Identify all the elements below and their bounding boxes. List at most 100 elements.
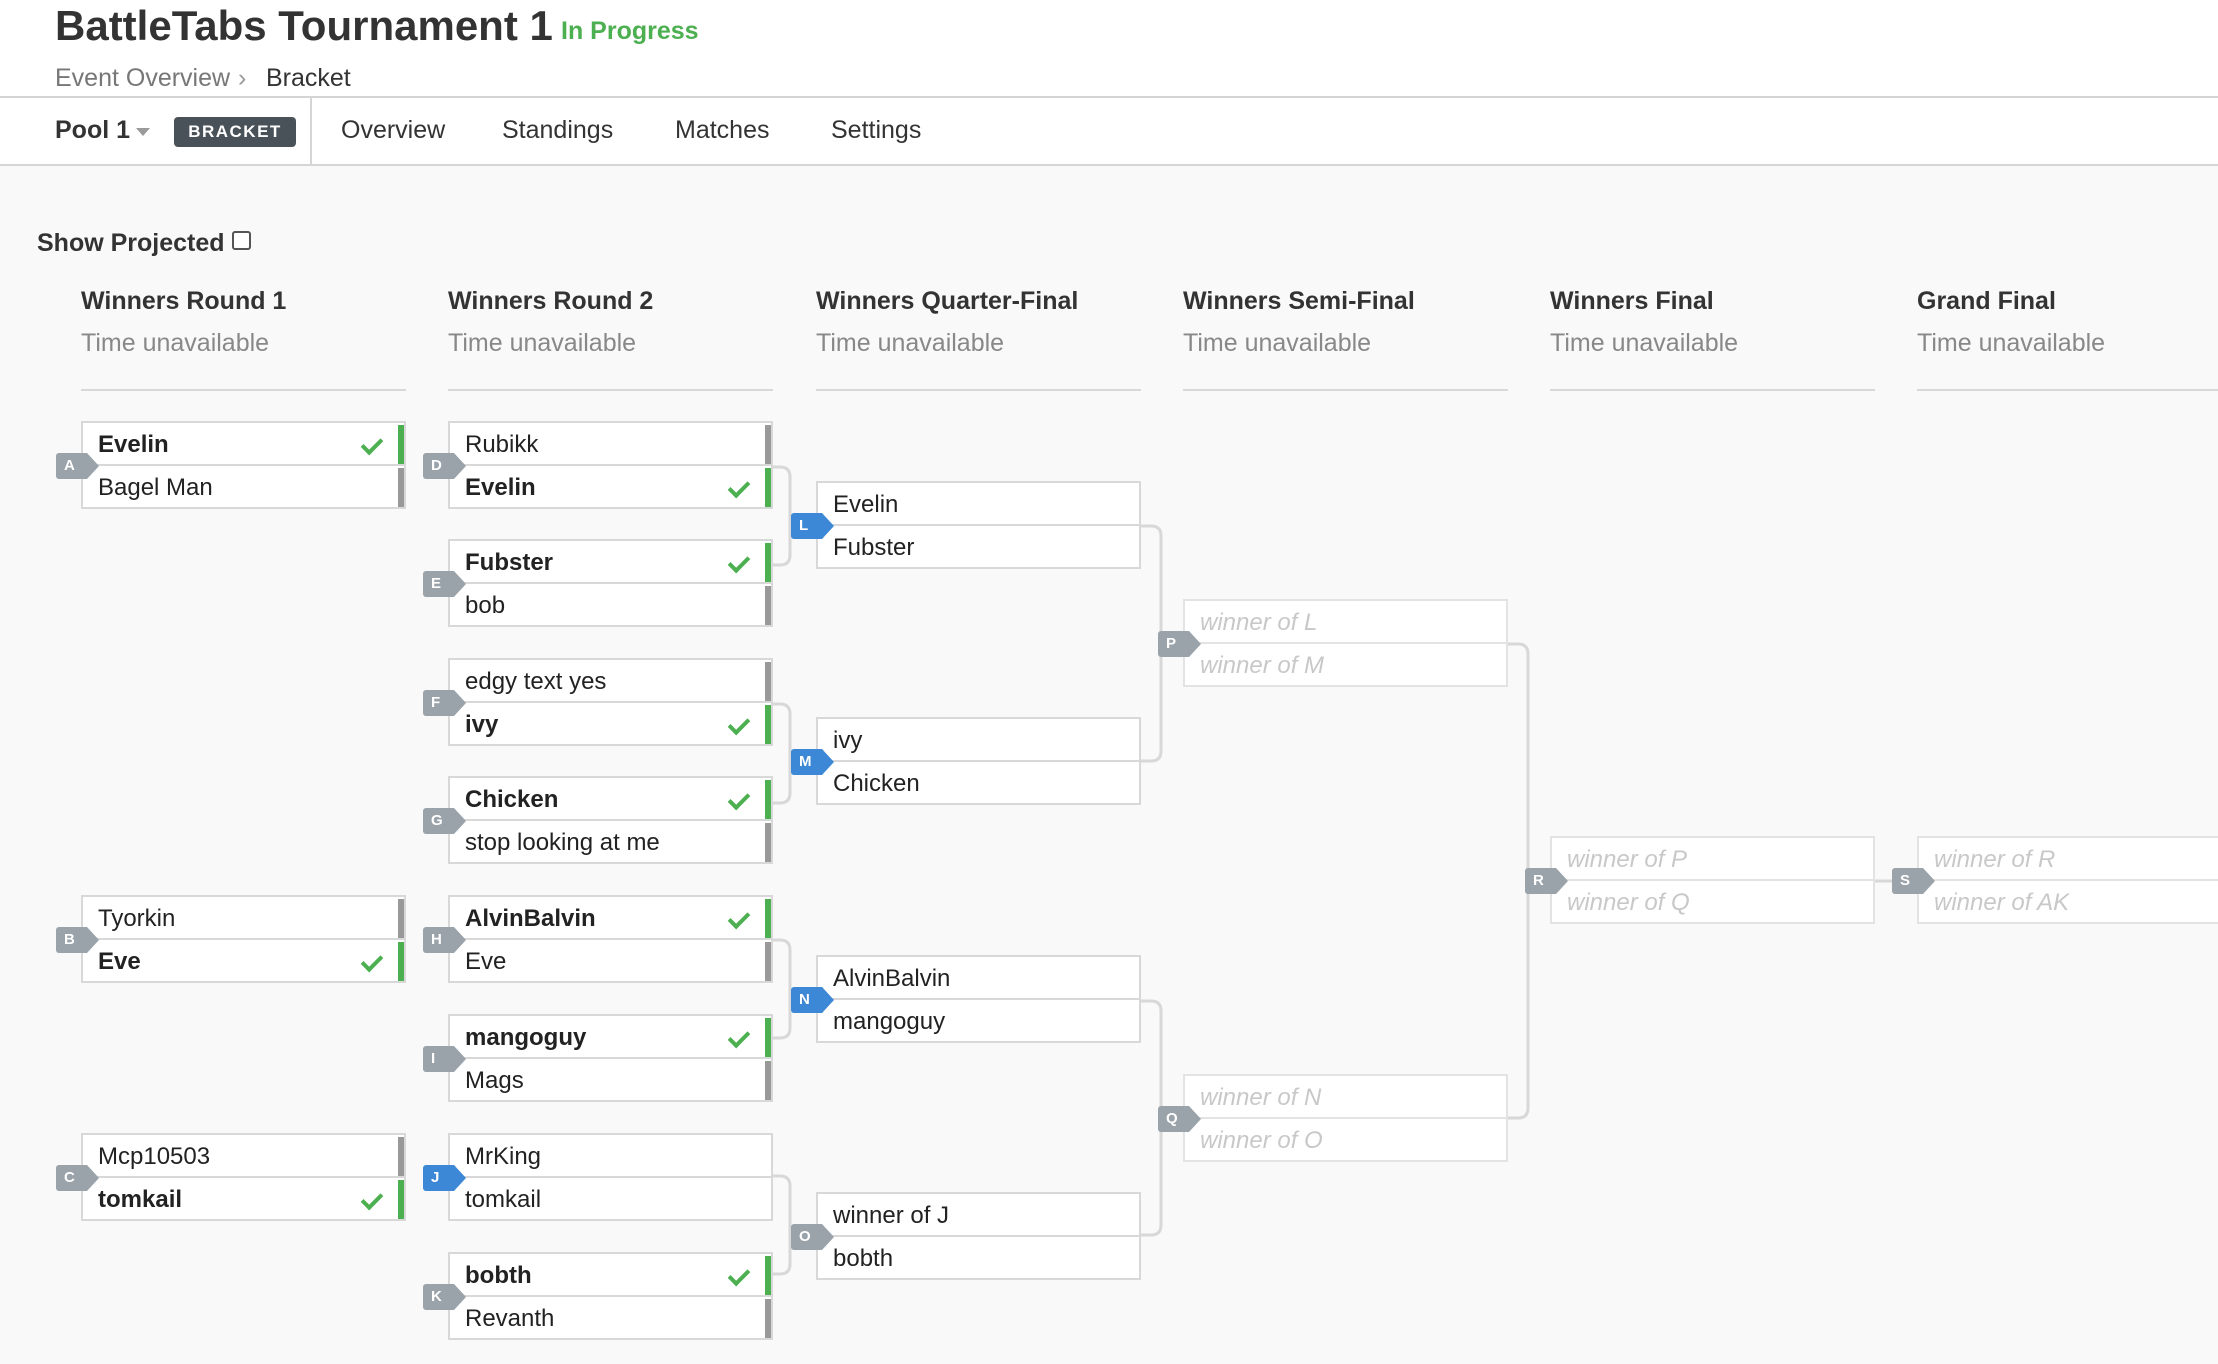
player-name: Fubster — [465, 549, 554, 576]
match-slot[interactable]: tomkail — [450, 1178, 771, 1221]
player-name: winner of AK — [1934, 889, 2070, 916]
match-slot[interactable]: winner of O — [1185, 1119, 1506, 1162]
match-f[interactable]: edgy text yes ivy — [448, 658, 773, 746]
match-s[interactable]: winner of R winner of AK — [1917, 836, 2218, 924]
match-slot[interactable]: stop looking at me — [450, 821, 771, 864]
match-n[interactable]: AlvinBalvin mangoguy — [816, 955, 1141, 1043]
player-name: ivy — [465, 711, 499, 738]
tab-overview[interactable]: Overview — [341, 116, 446, 144]
breadcrumb-event-overview[interactable]: Event Overview — [55, 64, 231, 92]
match-slot[interactable]: winner of P — [1552, 838, 1873, 881]
match-id-tag: L — [791, 513, 834, 539]
match-g[interactable]: Chicken stop looking at me — [448, 776, 773, 864]
match-slot[interactable]: Mcp10503 — [83, 1135, 404, 1178]
player-name: Tyorkin — [98, 905, 176, 932]
loser-bar — [765, 586, 771, 625]
loser-bar — [398, 468, 404, 507]
match-slot[interactable]: AlvinBalvin — [450, 897, 771, 940]
match-slot[interactable]: Mags — [450, 1059, 771, 1102]
tab-settings[interactable]: Settings — [831, 116, 922, 144]
match-slot[interactable]: winner of M — [1185, 644, 1506, 687]
match-slot[interactable]: Evelin — [818, 483, 1139, 526]
player-name: stop looking at me — [465, 829, 660, 856]
match-id-tag: B — [56, 927, 99, 953]
match-slot[interactable]: winner of N — [1185, 1076, 1506, 1119]
match-slot[interactable]: mangoguy — [818, 1000, 1139, 1043]
winner-bar — [765, 1256, 771, 1295]
round-title: Winners Semi-Final — [1183, 287, 1415, 315]
match-slot[interactable]: winner of L — [1185, 601, 1506, 644]
caret-down-icon[interactable] — [136, 128, 150, 136]
match-slot[interactable]: Tyorkin — [83, 897, 404, 940]
match-id-tag: O — [791, 1224, 834, 1250]
match-slot[interactable]: ivy — [450, 703, 771, 746]
bracket-type-badge: BRACKET — [174, 117, 296, 147]
match-id-tag: Q — [1158, 1106, 1201, 1132]
player-name: Chicken — [465, 786, 559, 813]
match-slot[interactable]: Bagel Man — [83, 466, 404, 509]
winner-bar — [398, 425, 404, 464]
round-divider — [1550, 389, 1875, 391]
loser-bar — [765, 1299, 771, 1338]
match-slot[interactable]: winner of Q — [1552, 881, 1873, 924]
match-slot[interactable]: Chicken — [450, 778, 771, 821]
player-name: bobth — [833, 1245, 894, 1272]
match-slot[interactable]: Revanth — [450, 1297, 771, 1340]
player-name: winner of O — [1200, 1127, 1323, 1154]
show-projected-checkbox[interactable] — [232, 231, 251, 250]
match-slot[interactable]: Fubster — [450, 541, 771, 584]
connector-line — [771, 938, 792, 1040]
match-slot[interactable]: bobth — [450, 1254, 771, 1297]
match-o[interactable]: winner of J bobth — [816, 1192, 1141, 1280]
player-name: bob — [465, 592, 506, 619]
match-e[interactable]: Fubster bob — [448, 539, 773, 627]
match-slot[interactable]: Fubster — [818, 526, 1139, 569]
match-slot[interactable]: Evelin — [450, 466, 771, 509]
match-slot[interactable]: Evelin — [83, 423, 404, 466]
match-q[interactable]: winner of N winner of O — [1183, 1074, 1508, 1162]
checkmark-icon — [360, 1187, 384, 1211]
match-slot[interactable]: edgy text yes — [450, 660, 771, 703]
winner-bar — [765, 780, 771, 819]
match-slot[interactable]: winner of R — [1919, 838, 2218, 881]
checkmark-icon — [360, 949, 384, 973]
checkmark-icon — [727, 550, 751, 574]
page-title: BattleTabs Tournament 1 — [55, 2, 553, 49]
match-slot[interactable]: winner of J — [818, 1194, 1139, 1237]
pool-selector[interactable]: Pool 1 — [55, 116, 131, 144]
player-name: mangoguy — [465, 1024, 587, 1051]
loser-bar — [765, 942, 771, 981]
match-slot[interactable]: Eve — [450, 940, 771, 983]
match-slot[interactable]: MrKing — [450, 1135, 771, 1178]
player-name: AlvinBalvin — [833, 965, 951, 992]
match-slot[interactable]: bob — [450, 584, 771, 627]
player-name: Mags — [465, 1067, 524, 1094]
match-slot[interactable]: mangoguy — [450, 1016, 771, 1059]
match-id-tag: A — [56, 453, 99, 479]
tab-standings[interactable]: Standings — [502, 116, 614, 144]
match-slot[interactable]: Eve — [83, 940, 404, 983]
match-slot[interactable]: winner of AK — [1919, 881, 2218, 924]
page-header: BattleTabs Tournament 1 In Progress Even… — [0, 0, 2218, 166]
match-slot[interactable]: Chicken — [818, 762, 1139, 805]
match-slot[interactable]: tomkail — [83, 1178, 404, 1221]
tab-matches[interactable]: Matches — [675, 116, 770, 144]
match-slot[interactable]: Rubikk — [450, 423, 771, 466]
match-slot[interactable]: ivy — [818, 719, 1139, 762]
match-slot[interactable]: AlvinBalvin — [818, 957, 1139, 1000]
round-time: Time unavailable — [448, 329, 637, 357]
match-slot[interactable]: bobth — [818, 1237, 1139, 1280]
round-divider — [81, 389, 406, 391]
